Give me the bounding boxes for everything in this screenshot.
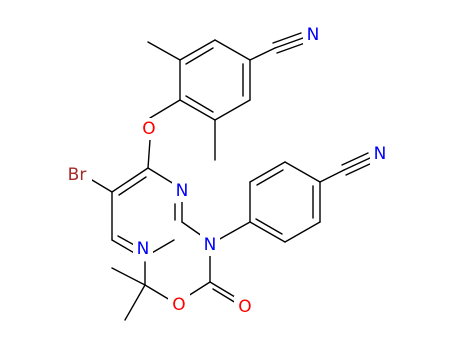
bond: [149, 99, 181, 119]
bond: [284, 161, 321, 183]
top-benzonitrile-ring: [147, 32, 306, 169]
bond: [144, 284, 171, 301]
ester-oxygen-label: O: [172, 295, 185, 315]
bond: [111, 267, 146, 286]
amine-nitrogen-label: N: [204, 235, 217, 255]
bond: [255, 218, 283, 235]
pyrimidine-n3-label: N: [176, 181, 189, 201]
bond: [147, 167, 175, 185]
bond: [147, 139, 151, 169]
methyl-bond: [147, 41, 181, 61]
bond: [214, 99, 251, 121]
triple-bond: [345, 162, 373, 176]
triple-bond: [343, 157, 371, 171]
bond: [179, 99, 216, 121]
bond: [212, 288, 237, 304]
bond: [249, 221, 286, 243]
triple-bond: [272, 32, 302, 44]
pyrimidine-n1-label: N: [137, 239, 150, 259]
bromine-label: Br: [68, 165, 87, 185]
bond: [179, 39, 216, 61]
bond: [149, 239, 175, 255]
carbonyl-oxygen-label: O: [238, 297, 251, 317]
triple-bond: [274, 37, 304, 49]
bond: [214, 39, 251, 61]
bond: [249, 161, 286, 183]
boc-group: [111, 255, 241, 321]
nitrile-nitrogen-label: N: [307, 25, 320, 45]
bond: [187, 281, 211, 297]
bond: [185, 95, 214, 113]
bond: [249, 47, 276, 61]
triple-bond: [276, 42, 306, 54]
bond: [181, 221, 203, 237]
bond: [185, 47, 214, 65]
triple-bond: [341, 152, 369, 166]
bond: [124, 284, 146, 321]
bond: [256, 169, 284, 186]
bond: [91, 179, 113, 193]
bond: [319, 169, 345, 183]
bond: [111, 167, 149, 193]
ether-oxygen-label: O: [142, 119, 155, 139]
nitrile-nitrogen-right-label: N: [374, 144, 387, 164]
bond: [118, 176, 147, 196]
right-benzonitrile-ring: [217, 152, 373, 243]
bond: [284, 221, 321, 243]
bond: [217, 221, 251, 241]
atom-labels: N O Br N N N N O O: [62, 24, 390, 318]
bond: [111, 239, 137, 255]
